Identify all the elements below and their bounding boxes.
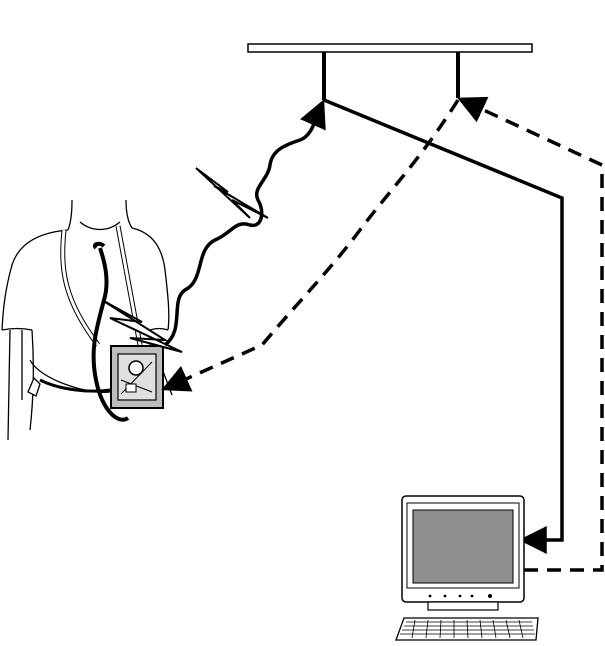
monitor-stand xyxy=(428,602,498,610)
keyboard xyxy=(396,618,538,640)
transmitter-device xyxy=(111,346,163,408)
monitor-screen xyxy=(413,510,513,583)
monitoring-computer xyxy=(396,496,538,640)
wired-link-to-computer xyxy=(324,100,562,540)
ceiling-antenna-array xyxy=(248,44,532,100)
wireless-uplink xyxy=(165,104,322,345)
